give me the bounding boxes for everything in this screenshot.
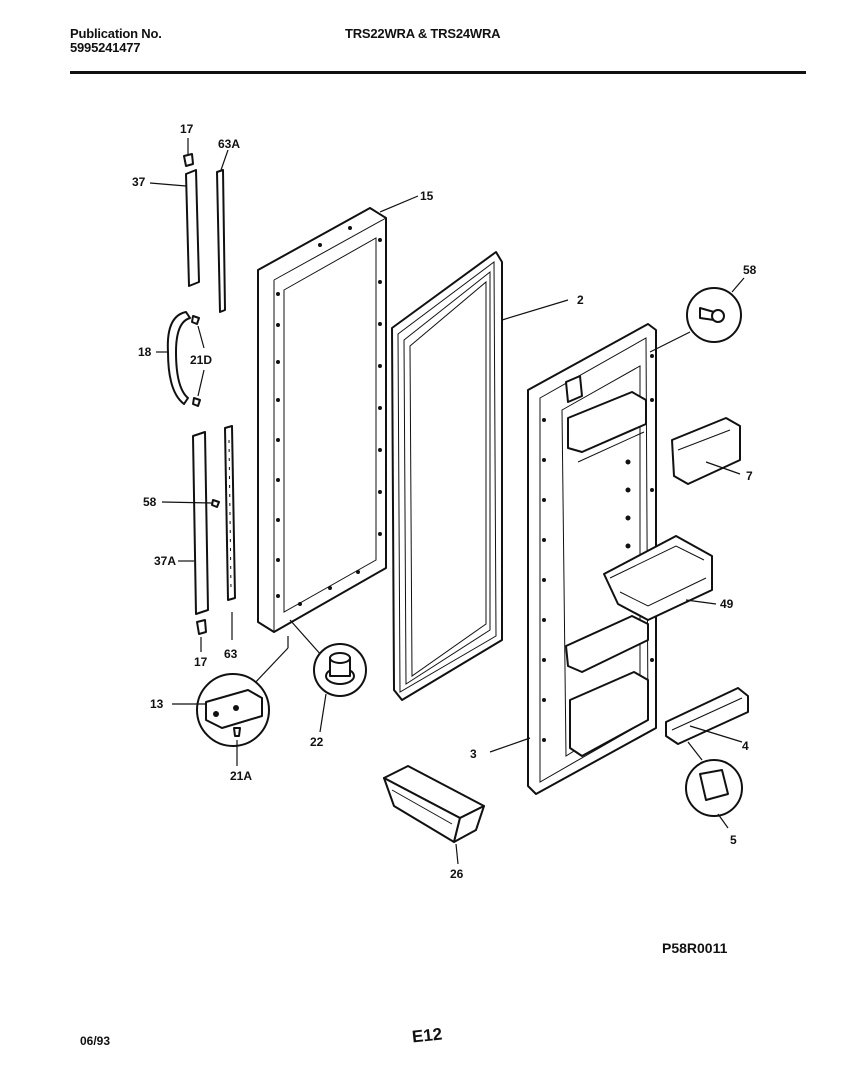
door-panel-holes [276, 226, 382, 606]
callout-21D: 21D [190, 353, 212, 367]
part-63-lower-trim-strip [224, 425, 236, 640]
callout-22: 22 [310, 735, 324, 749]
diagram-code: P58R0011 [662, 940, 728, 956]
part-37-upper-handle-trim [149, 169, 200, 287]
callout-63: 63 [224, 647, 238, 661]
part-3-door-liner [489, 323, 691, 795]
part-18-door-handle [156, 311, 191, 405]
callout-2: 2 [577, 293, 584, 307]
header-rule [70, 71, 806, 74]
part-58-trim-screw [161, 499, 220, 508]
publication-number: 5995241477 [70, 40, 141, 55]
part-4-shelf-retainer-bar [665, 687, 749, 745]
callout-4: 4 [742, 739, 749, 753]
callout-37A: 37A [154, 554, 176, 568]
callout-17-bottom: 17 [194, 655, 208, 669]
callout-3: 3 [470, 747, 477, 761]
part-15-door-panel [251, 195, 419, 687]
callout-17-top: 17 [180, 122, 194, 136]
part-37A-lower-handle-trim [178, 431, 209, 615]
callout-63A: 63A [218, 137, 240, 151]
part-2-door-gasket [391, 251, 569, 701]
door-liner-holes [542, 354, 654, 742]
callout-13: 13 [150, 697, 164, 711]
callout-18: 18 [138, 345, 152, 359]
part-49-door-shelf [603, 535, 717, 621]
callout-15: 15 [420, 189, 434, 203]
callout-37: 37 [132, 175, 146, 189]
part-5-bar-end-cap-detail [685, 741, 743, 829]
page-number: E12 [411, 1024, 444, 1047]
part-26-door-bin [383, 765, 485, 865]
callout-49: 49 [720, 597, 734, 611]
publication-label: Publication No. [70, 26, 162, 41]
model-numbers: TRS22WRA & TRS24WRA [345, 26, 501, 41]
callout-26: 26 [450, 867, 464, 881]
part-63A-upper-trim-strip [216, 149, 229, 313]
callout-5: 5 [730, 833, 737, 847]
part-17-top-end-cap [183, 138, 194, 167]
part-7-dairy-door [671, 417, 741, 485]
part-22-door-closing-cam-detail [313, 643, 367, 733]
callout-7: 7 [746, 469, 753, 483]
callout-21A: 21A [230, 769, 252, 783]
publication-date: 06/93 [80, 1034, 111, 1048]
part-13-lower-hinge-detail [172, 673, 270, 766]
part-17-bottom-end-cap [196, 619, 207, 652]
part-21D-handle-screws [191, 315, 205, 407]
callout-58-mid: 58 [143, 495, 157, 509]
part-58-liner-screw-detail [686, 277, 745, 343]
callout-58-top: 58 [743, 263, 757, 277]
